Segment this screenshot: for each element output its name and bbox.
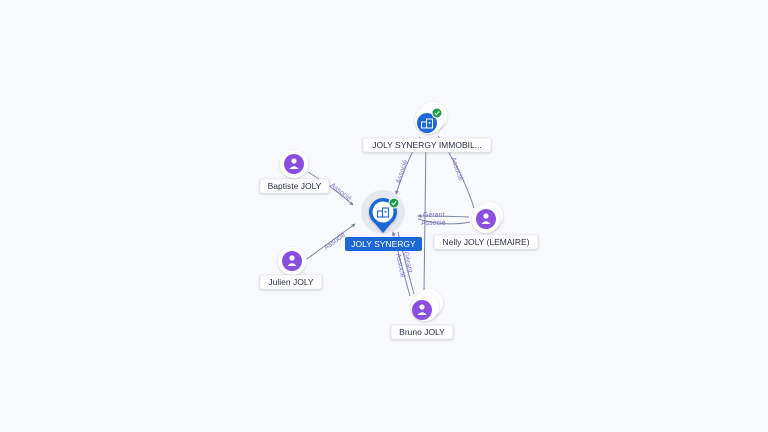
node-label-immobil: JOLY SYNERGY IMMOBIL... [372,140,482,150]
edge-label-baptiste-center: Associé [329,182,353,203]
node-baptiste[interactable]: Baptiste JOLY [259,150,330,194]
node-label-julien: Julien JOLY [268,277,314,287]
edge-label-bruno-center-2: Associé [394,253,406,279]
node-immobil[interactable]: JOLY SYNERGY IMMOBIL... [362,102,492,153]
edge-label-nelly-center-1: Gérant [423,212,444,219]
person-icon [287,255,297,266]
person-icon [481,213,491,224]
edge-label-nelly-center-2: Associé [421,220,446,227]
check-badge-icon [431,107,443,119]
node-julien[interactable]: Julien JOLY [259,247,323,290]
edge-julien-center [306,223,356,260]
building-icon [421,118,433,129]
edge-baptiste-center [307,171,354,206]
building-icon [376,207,390,218]
edge-label-immobil-center: Associé [395,159,409,185]
edge-label-immobil-nelly: Associé [449,156,464,182]
node-label-bruno: Bruno JOLY [399,327,445,337]
person-icon [417,304,427,315]
edge-nelly-center-1 [417,214,470,219]
node-nelly[interactable]: Nelly JOLY (LEMAIRE) [433,202,539,250]
node-label-baptiste: Baptiste JOLY [268,181,322,191]
node-label-center: JOLY SYNERGY [351,239,416,249]
edge-nelly-center-2 [417,218,471,225]
edge-label-bruno-center-1: Gérant [402,251,413,273]
node-center[interactable]: JOLY SYNERGY [345,190,422,251]
edge-label-julien-center: Associé [323,231,347,251]
check-badge-icon [388,197,400,209]
node-bruno[interactable]: Bruno JOLY [390,289,454,340]
person-icon [289,158,299,169]
node-label-nelly: Nelly JOLY (LEMAIRE) [442,237,529,247]
